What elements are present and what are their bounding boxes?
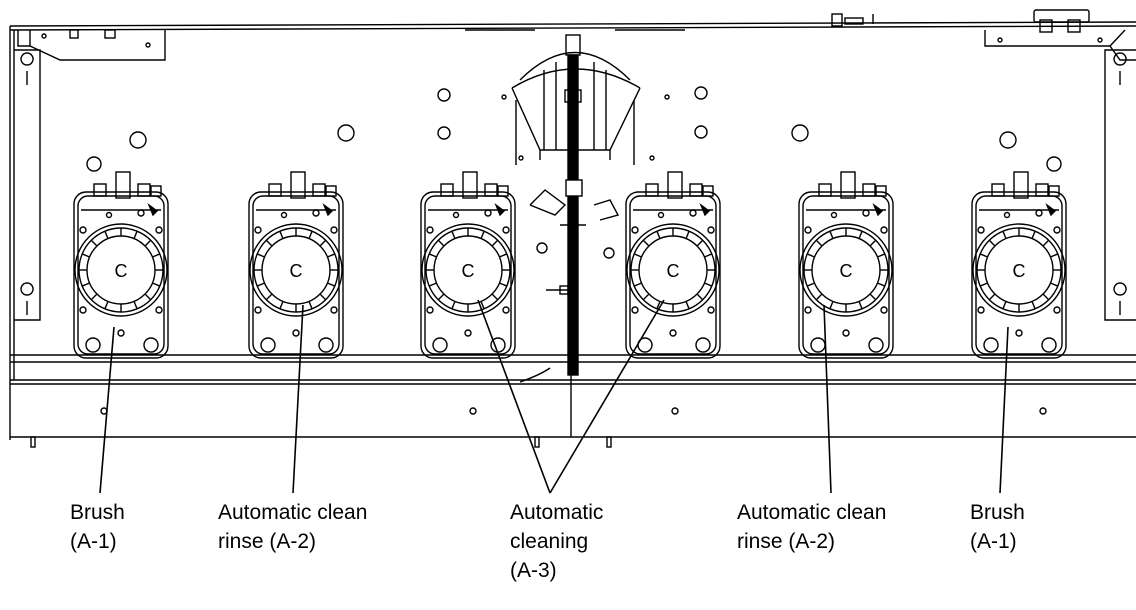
pump-center-letter: C [115,261,128,281]
central-pipe [529,54,620,376]
leader-rinse-right [823,304,832,494]
pump: C [625,171,721,359]
pump-center-letter: C [462,261,475,281]
pump: C [798,171,894,359]
leader-cleaning-a [477,299,551,494]
label-brush-right: Brush (A-1) [970,501,1025,553]
bottom-rail [10,354,1136,448]
label-brush-left: Brush (A-1) [70,501,125,553]
pump: C [248,171,344,359]
pump-center-letter: C [840,261,853,281]
label-rinse-right: Automatic clean rinse (A-2) [737,501,887,553]
pump-center-letter: C [290,261,303,281]
leader-lines [99,299,1009,494]
mounting-holes [86,86,1062,259]
label-rinse-left: Automatic clean rinse (A-2) [218,501,368,553]
side-rails [14,49,1136,321]
pump: C [420,171,516,359]
pump-center-letter: C [667,261,680,281]
leader-cleaning-b [549,299,665,494]
leader-rinse-left [292,304,304,494]
pump: C [971,171,1067,359]
leader-brush-right [999,326,1009,494]
pump-center-letter: C [1013,261,1026,281]
leader-brush-left [99,326,115,494]
pump: C [73,171,169,359]
label-cleaning: Automatic cleaning (A-3) [510,501,604,582]
